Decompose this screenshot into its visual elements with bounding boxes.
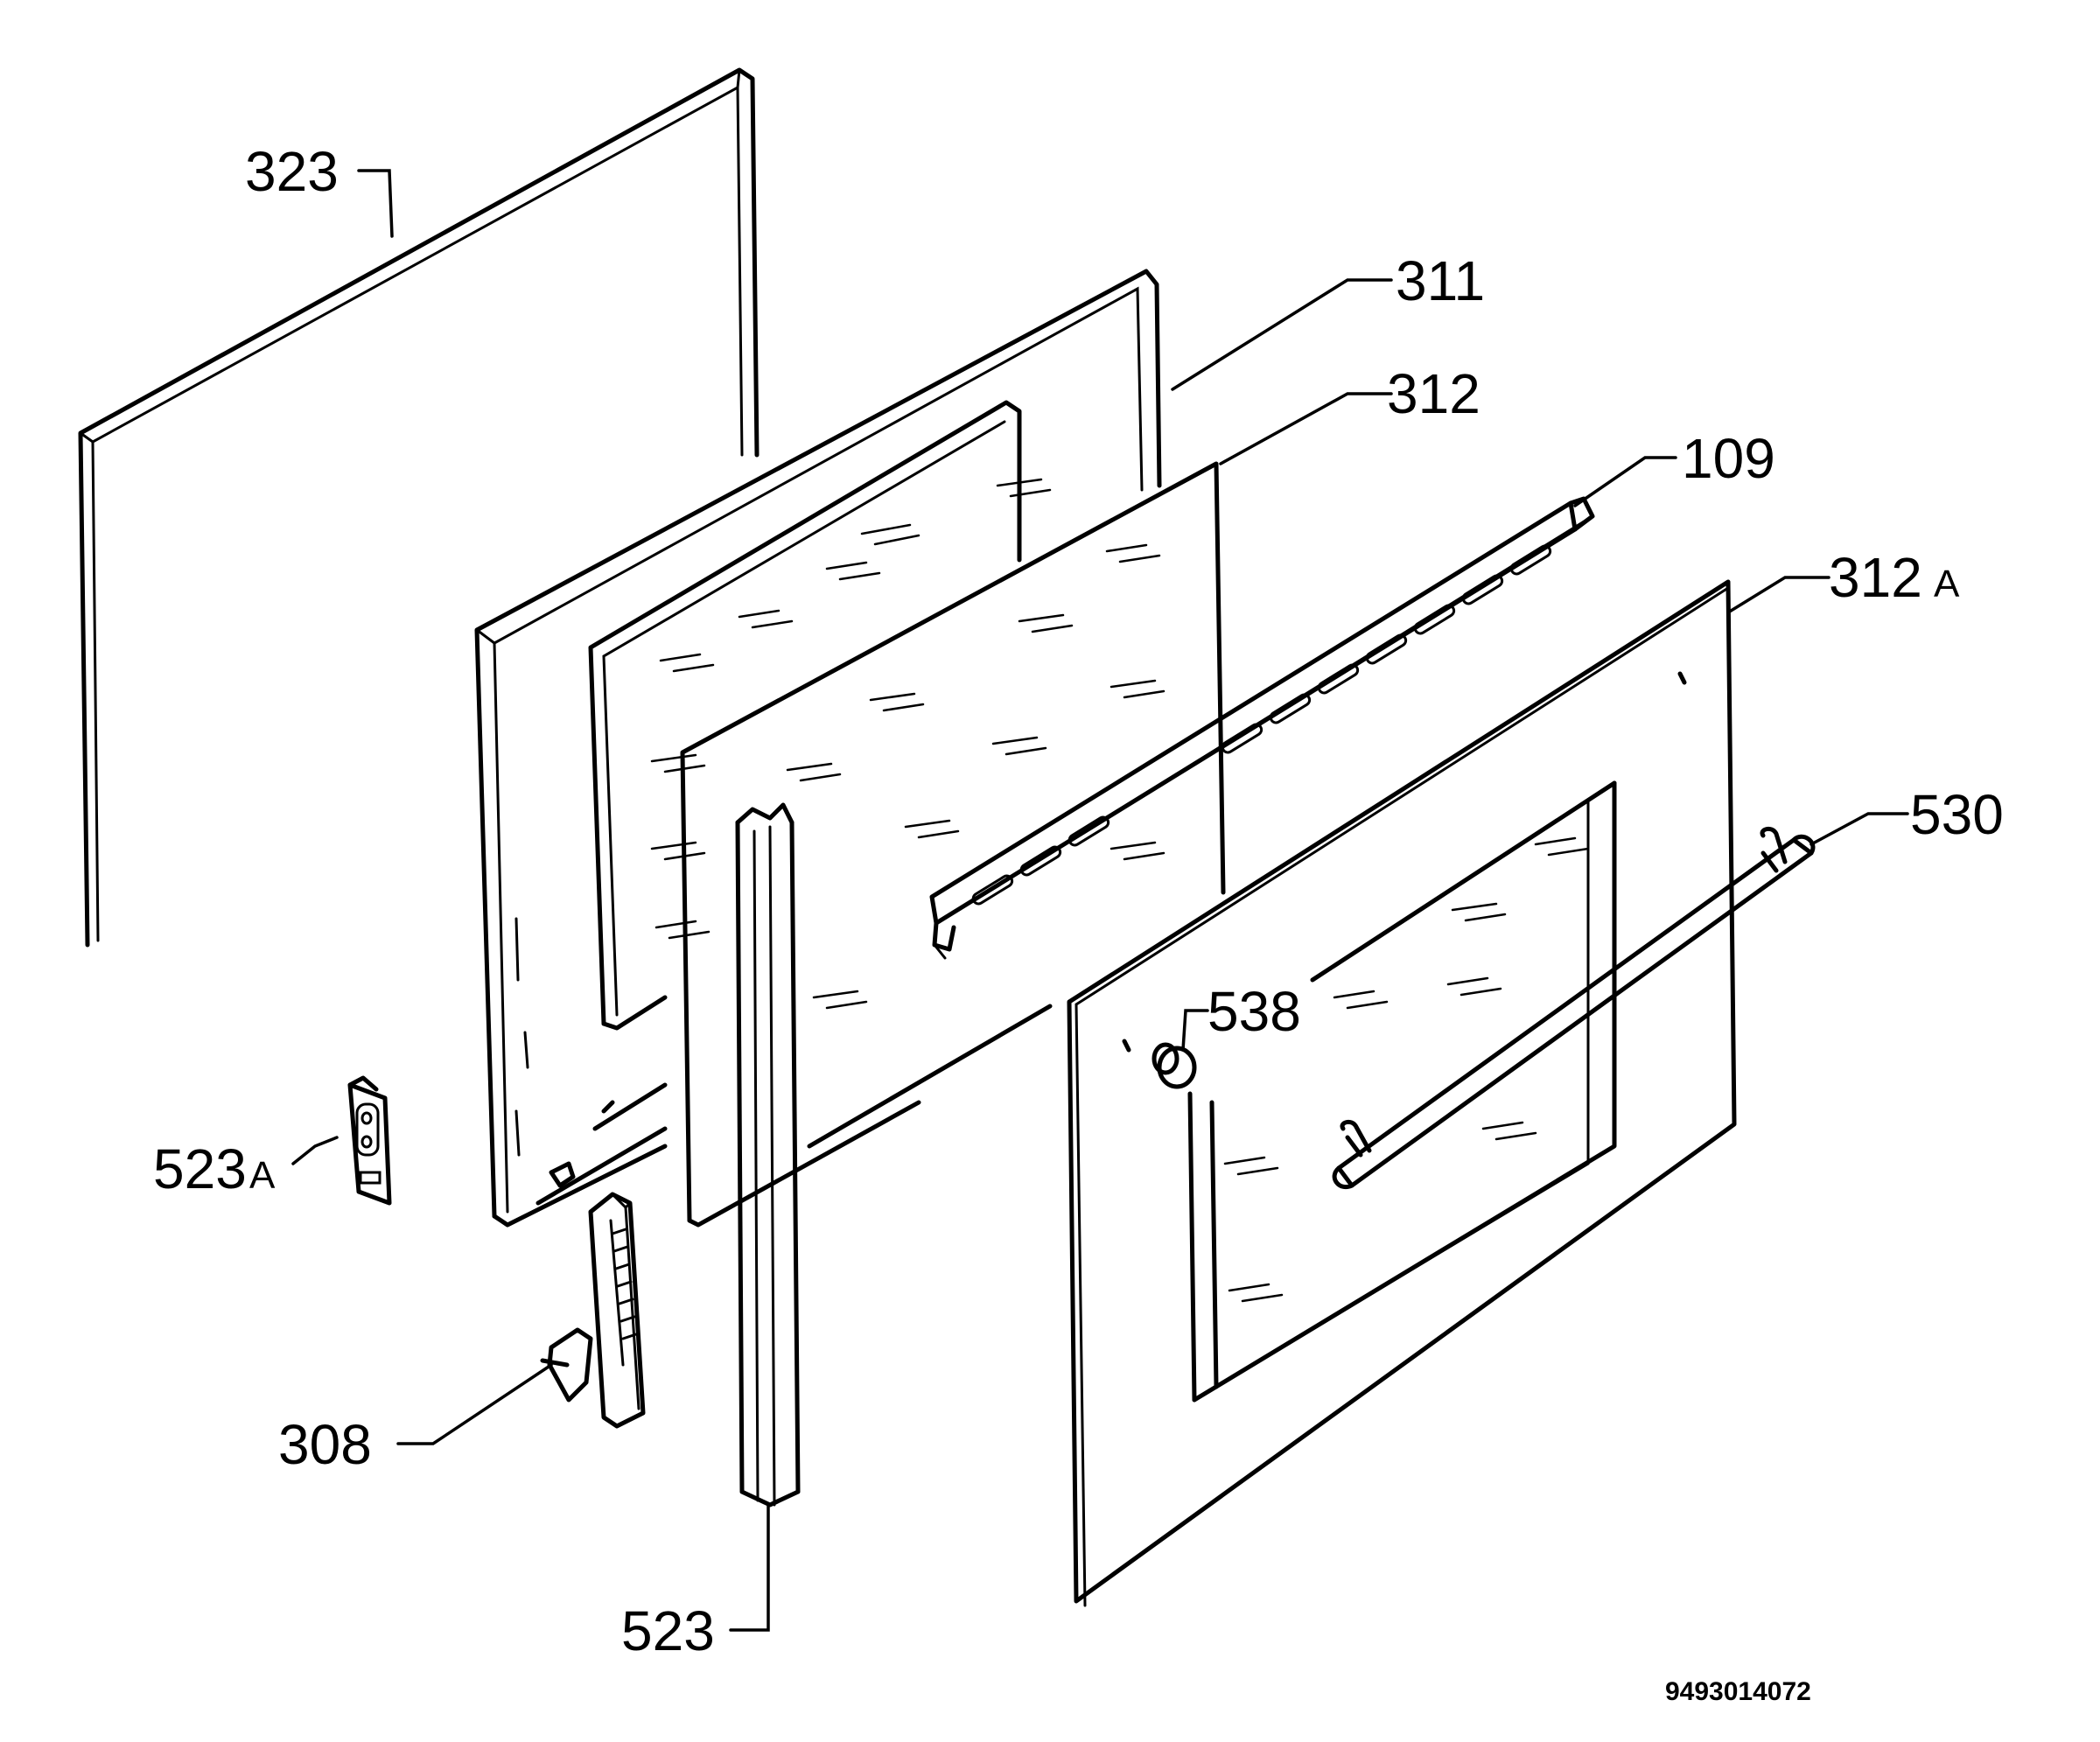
- drawing-code: 9493014072: [1665, 1677, 1811, 1706]
- label-308: 308: [278, 1413, 372, 1476]
- rail-slots: [971, 544, 1552, 906]
- part-523-side-profile: [735, 802, 801, 1508]
- part-109-door-profile: [929, 496, 1595, 960]
- part-523a-hinge-cover: [347, 1075, 392, 1206]
- leader-lines: [291, 169, 1909, 1632]
- label-523a-number: 523: [153, 1137, 247, 1200]
- leader-312: [1219, 392, 1393, 465]
- part-538-knob: [1152, 1042, 1197, 1089]
- leader-312a: [1726, 576, 1830, 614]
- label-109: 109: [1682, 427, 1775, 490]
- label-312a-number: 312: [1829, 546, 1922, 609]
- label-312: 312: [1387, 362, 1480, 425]
- leader-311: [1171, 278, 1393, 391]
- leader-109: [1573, 456, 1677, 507]
- label-312a-suffix: A: [1934, 563, 1960, 605]
- leader-530: [1810, 812, 1909, 846]
- label-523: 523: [621, 1599, 715, 1662]
- label-538: 538: [1208, 980, 1301, 1043]
- label-523a-suffix: A: [249, 1154, 276, 1197]
- label-323: 323: [245, 140, 339, 203]
- part-312a-outer-glass: [1067, 579, 1737, 1607]
- part-530-door-handle: [1332, 826, 1816, 1190]
- part-311-inner-door-frame: [474, 269, 1162, 1228]
- part-312-inner-glass: [650, 461, 1226, 1228]
- label-530: 530: [1910, 783, 2004, 846]
- leader-523a: [291, 1136, 339, 1165]
- leader-523: [729, 1503, 770, 1632]
- label-311: 311: [1396, 249, 1485, 312]
- part-308-door-hinge: [540, 1192, 646, 1429]
- leader-308: [396, 1363, 553, 1445]
- leader-538: [1181, 1009, 1209, 1052]
- part-323-door-seal: [78, 67, 760, 948]
- leader-323: [357, 169, 394, 238]
